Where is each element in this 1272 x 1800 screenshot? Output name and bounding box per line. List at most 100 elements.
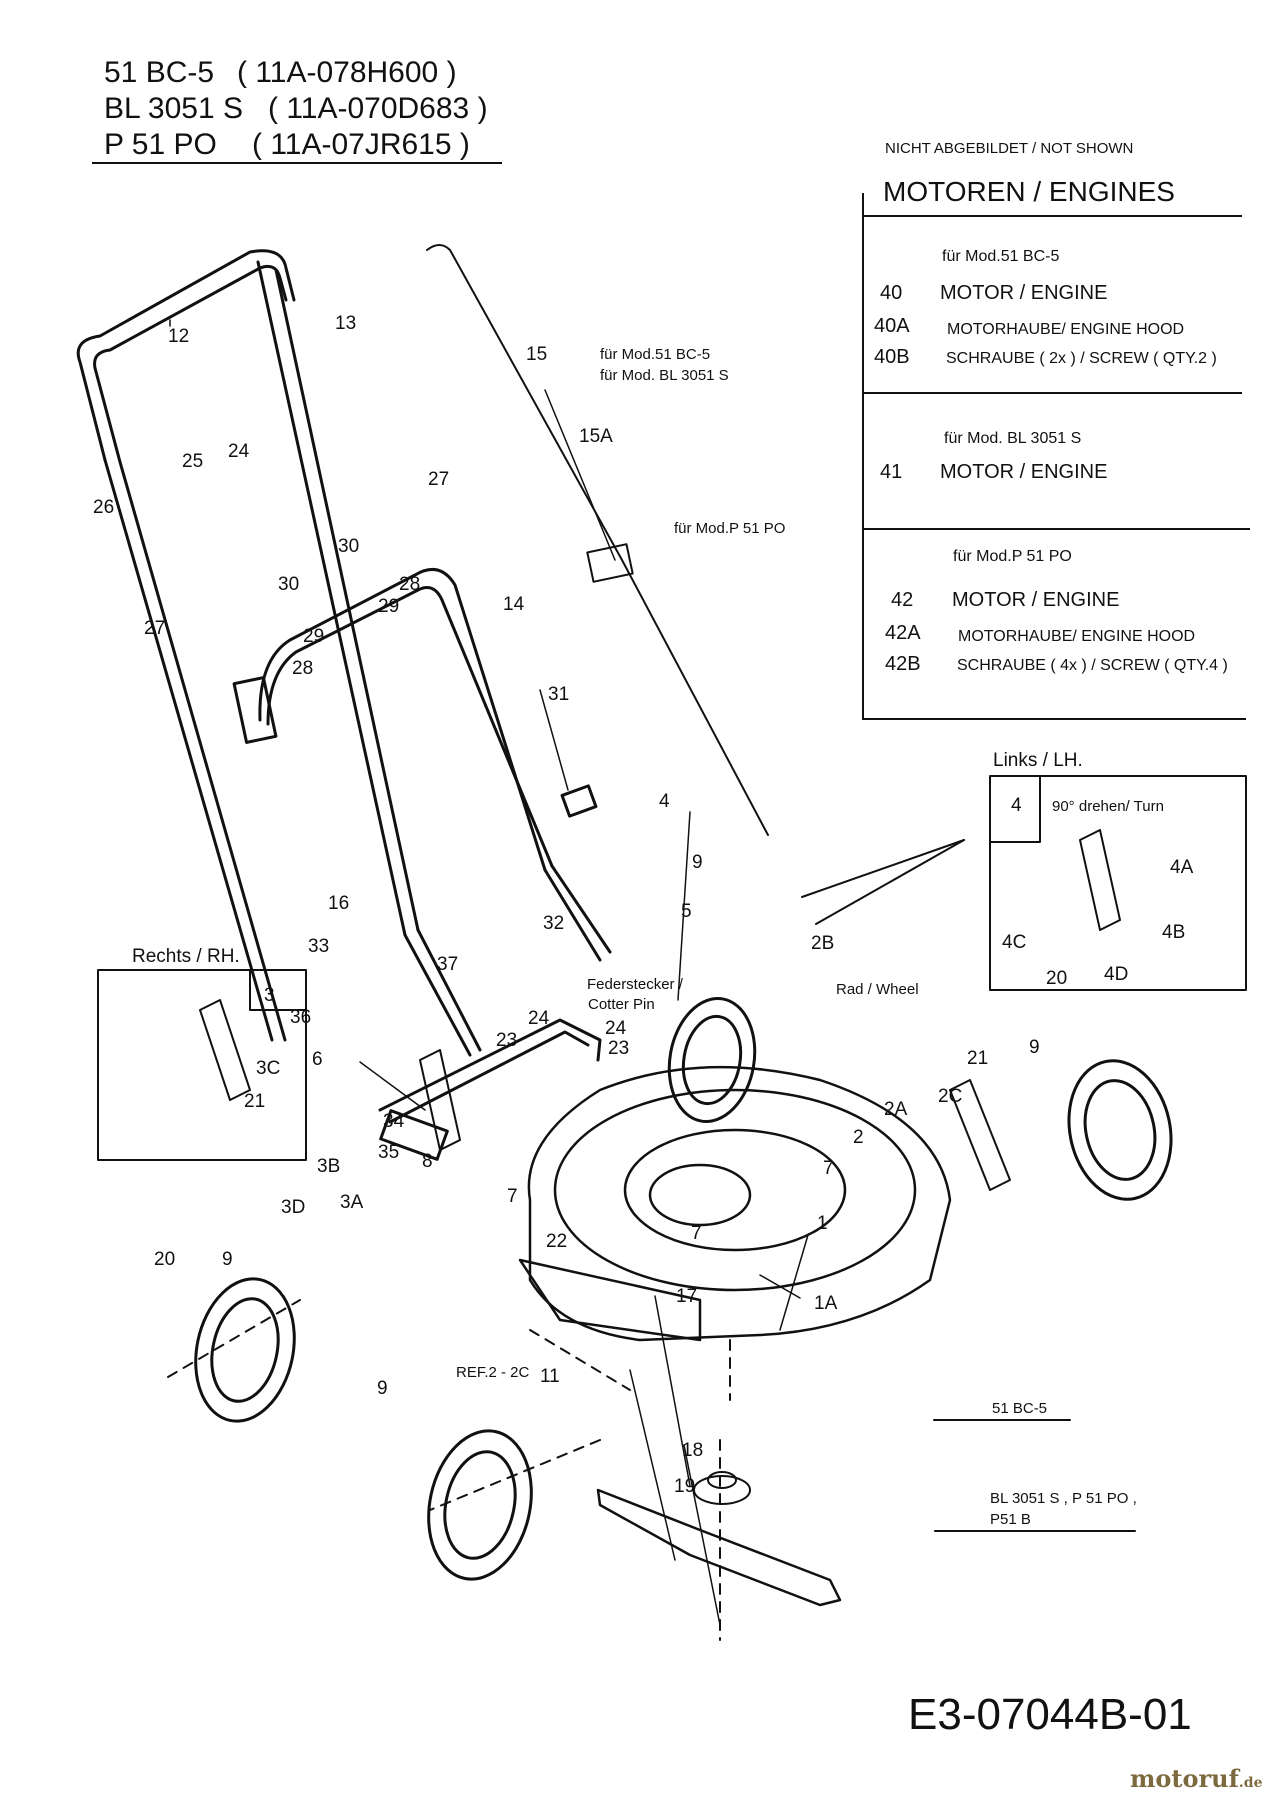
lower-handle	[258, 567, 612, 962]
wheel	[427, 1429, 533, 1581]
part-callout: 24	[605, 1018, 627, 1039]
engines-title: MOTOREN / ENGINES	[883, 176, 1175, 207]
part-callout: 2B	[811, 933, 835, 954]
upper-handle	[76, 249, 482, 1057]
part-callout: 8	[422, 1151, 433, 1172]
model-name: P 51 PO	[104, 128, 217, 161]
site-logo: motoruf.de	[1130, 1764, 1263, 1793]
engine-part-text: MOTORHAUBE/ ENGINE HOOD	[947, 321, 1185, 338]
inset-left-num-box	[989, 775, 1041, 843]
engines-rule-1	[862, 392, 1242, 394]
inset-left-part: 4B	[1162, 922, 1186, 943]
part-callout: 9	[1029, 1037, 1040, 1058]
engine-part-num: 42A	[885, 622, 921, 644]
engine-part-text: SCHRAUBE ( 2x ) / SCREW ( QTY.2 )	[946, 350, 1217, 367]
engine-part-text: MOTOR / ENGINE	[940, 282, 1108, 304]
control-cable	[426, 244, 769, 836]
part-callout: 3A	[340, 1192, 364, 1213]
note-cotter-pin-2: Cotter Pin	[588, 996, 655, 1013]
part-callout: 16	[328, 893, 350, 914]
note-deck-1a-1: BL 3051 S , P 51 PO ,	[990, 1490, 1137, 1507]
part-callout: 28	[292, 658, 314, 679]
engine-part-num: 41	[880, 461, 903, 483]
part-callout: 13	[335, 313, 357, 334]
part-callout: 30	[338, 536, 360, 557]
rear-flap-rod	[378, 1018, 602, 1161]
inset-right-num: 3	[264, 985, 275, 1006]
part-callout: 27	[428, 469, 450, 490]
part-callout: 26	[93, 497, 115, 518]
header-rule	[92, 162, 502, 164]
model-code: ( 11A-07JR615 )	[252, 128, 470, 161]
blade-adapter	[693, 1471, 751, 1505]
part-callout: 37	[437, 954, 459, 975]
engines-rule-bottom	[862, 718, 1246, 720]
part-callout: 23	[608, 1038, 630, 1059]
part-callout: 12	[168, 326, 190, 347]
wheel	[1067, 1059, 1173, 1201]
engine-part-num: 40A	[874, 315, 910, 337]
inset-left-part: 4C	[1002, 932, 1027, 953]
part-callout: 3B	[317, 1156, 341, 1177]
part-callout: 7	[691, 1223, 702, 1244]
inset-left-part: 4A	[1170, 857, 1194, 878]
cutting-blade	[596, 1488, 842, 1607]
note-deck-1a-2: P51 B	[990, 1511, 1031, 1528]
model-name: BL 3051 S	[104, 92, 243, 125]
engine-part-text: SCHRAUBE ( 4x ) / SCREW ( QTY.4 )	[957, 657, 1228, 674]
inset-left-caption: Links / LH.	[993, 750, 1083, 771]
part-callout: 11	[540, 1366, 560, 1387]
part-callout: 15	[526, 344, 548, 365]
part-callout: 23	[496, 1030, 518, 1051]
part-callout: 35	[378, 1142, 400, 1163]
inset-left-num: 4	[1011, 795, 1022, 816]
part-callout: 20	[1046, 968, 1068, 989]
engine-group-for: für Mod. BL 3051 S	[944, 430, 1082, 447]
inset-left-part: 4D	[1104, 964, 1129, 985]
wheel	[667, 997, 757, 1123]
not-shown-caption: NICHT ABGEBILDET / NOT SHOWN	[885, 140, 1134, 157]
part-callout: 9	[692, 852, 703, 873]
part-callout: 4	[659, 791, 670, 812]
note-cotter-pin: Federstecker /	[587, 976, 683, 993]
note-deck-1: 51 BC-5	[992, 1400, 1048, 1417]
part-callout: 32	[543, 913, 565, 934]
part-callout: 18	[682, 1440, 704, 1461]
engine-part-num: 40B	[874, 346, 910, 368]
part-callout: 3D	[281, 1197, 306, 1218]
model-code: ( 11A-070D683 )	[268, 92, 488, 125]
engine-part-text: MOTOR / ENGINE	[952, 589, 1120, 611]
engine-part-text: MOTORHAUBE/ ENGINE HOOD	[958, 628, 1196, 645]
part-callout: 2A	[884, 1099, 908, 1120]
mower-deck	[518, 1065, 952, 1342]
inset-pointer-1	[801, 839, 965, 898]
part-callout: 22	[546, 1231, 568, 1252]
engines-rule-left	[862, 193, 864, 720]
note-cable-for-2: für Mod. BL 3051 S	[600, 367, 729, 384]
note-wheel: Rad / Wheel	[836, 981, 919, 998]
doc-id: E3-07044B-01	[908, 1690, 1192, 1739]
part-callout: 3C	[256, 1058, 281, 1079]
part-callout: 14	[503, 594, 525, 615]
part-callout: 20	[154, 1249, 176, 1270]
part-callout: 7	[507, 1186, 518, 1207]
engines-rule-2	[862, 528, 1250, 530]
inset-right-caption: Rechts / RH.	[132, 946, 240, 967]
inset-right-box	[97, 969, 307, 1161]
engines-rule-top	[862, 215, 1242, 217]
model-code: ( 11A-078H600 )	[237, 56, 457, 89]
part-callout: 25	[182, 451, 204, 472]
part-callout: 24	[528, 1008, 550, 1029]
engine-part-text: MOTOR / ENGINE	[940, 461, 1108, 483]
inset-left-box	[989, 775, 1247, 991]
inset-right-num-box	[249, 969, 307, 1011]
part-callout: 31	[548, 684, 570, 705]
inset-left-note: 90° drehen/ Turn	[1052, 798, 1164, 815]
note-cable-15a-for: für Mod.P 51 PO	[674, 520, 786, 537]
engine-part-num: 42B	[885, 653, 921, 675]
part-callout: 24	[228, 441, 250, 462]
note-cable-for-1: für Mod.51 BC-5	[600, 346, 711, 363]
part-callout: 6	[312, 1049, 323, 1070]
part-callout: 5	[681, 901, 692, 922]
